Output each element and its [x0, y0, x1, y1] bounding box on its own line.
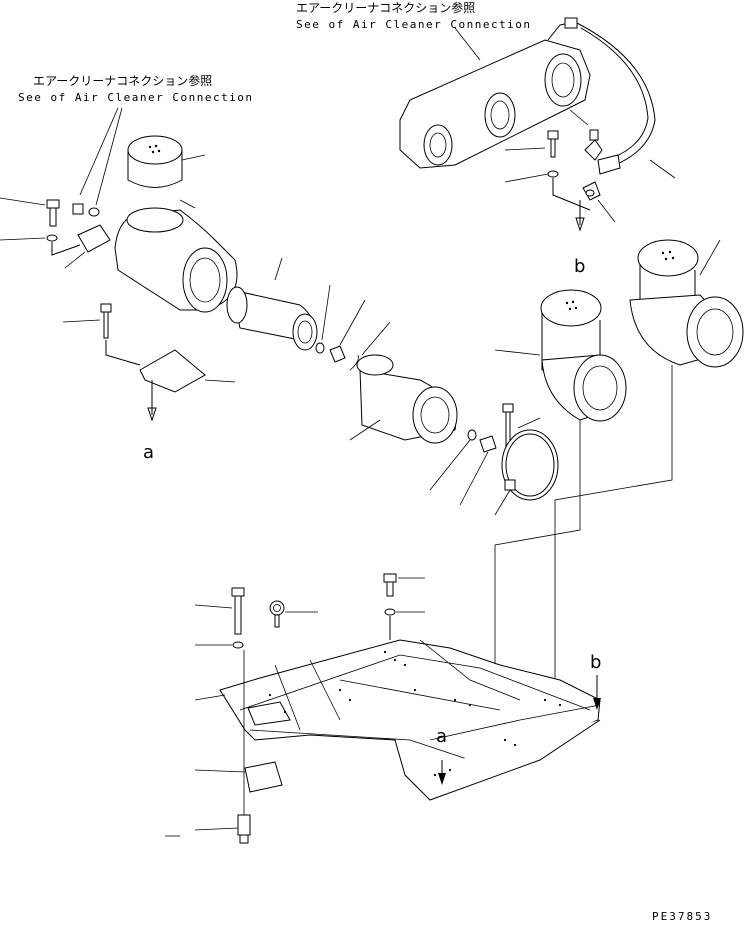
bottom-right-hardware: [383, 573, 425, 640]
callout-top-right-jp: エアークリーナコネクション参照: [296, 0, 475, 15]
marker-a-upper: a: [143, 442, 154, 463]
left-callout-arrows: [79, 107, 123, 206]
frame-arrows: [438, 675, 601, 785]
leader-lines-top-right: [454, 27, 676, 223]
air-cleaner-cap: [127, 135, 206, 188]
band-clamp-hardware: [429, 403, 559, 516]
top-right-hardware: [547, 129, 603, 232]
filter-element-outer: [349, 354, 458, 444]
marker-b-lower: b: [590, 652, 601, 673]
intake-pipe-assembly: [399, 17, 656, 175]
callout-left-en: See of Air Cleaner Connection: [18, 91, 254, 104]
marker-b-upper: b: [574, 256, 585, 277]
callout-top-right-en: See of Air Cleaner Connection: [296, 18, 532, 31]
mounting-bracket-left: [62, 303, 236, 422]
intake-body: [114, 199, 238, 313]
guide-lines: [494, 365, 673, 760]
bottom-left-hardware: [165, 587, 318, 844]
callout-left-jp: エアークリーナコネクション参照: [33, 73, 212, 88]
air-cleaner-assembled-1: [494, 289, 627, 422]
left-hardware: [0, 197, 111, 269]
marker-a-lower: a: [436, 726, 447, 747]
air-cleaner-assembled-2: [629, 239, 744, 368]
frame-holes: [268, 650, 562, 777]
frame-base: [219, 639, 601, 801]
filter-element-inner: [226, 257, 318, 351]
drawing-number: PE37853: [652, 910, 712, 923]
washer-nut-small: [315, 284, 391, 371]
